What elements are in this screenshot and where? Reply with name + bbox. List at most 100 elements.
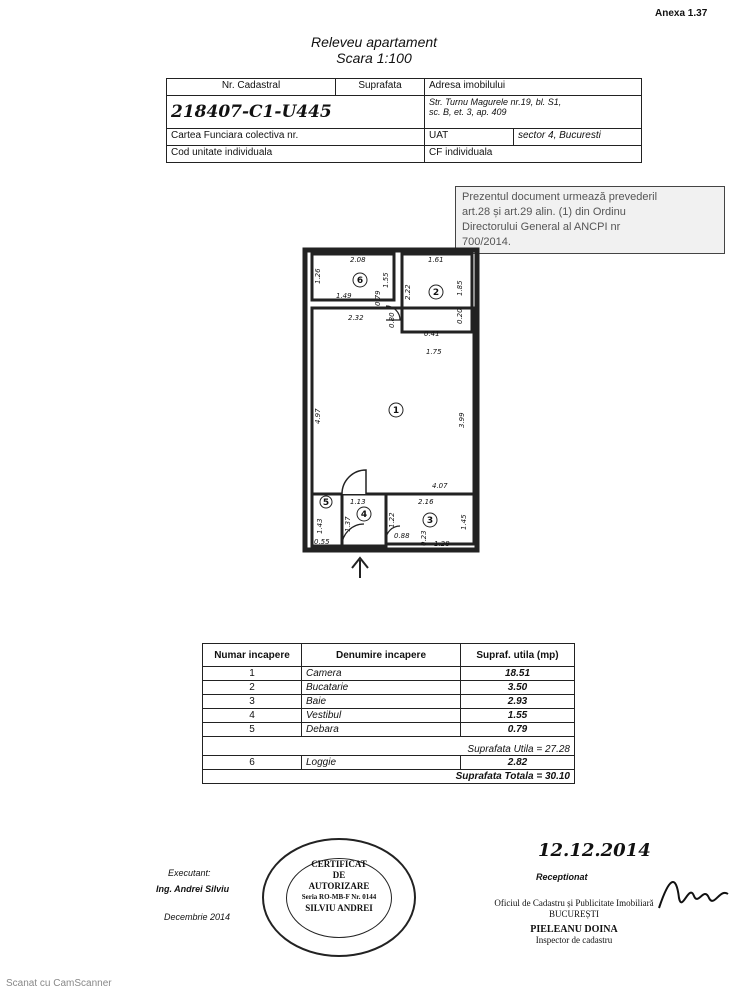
address-line-2: sc. B, et. 3, ap. 409: [429, 107, 507, 117]
dim-label: 1.61: [428, 256, 444, 264]
adresa-header: Adresa imobilului: [424, 78, 642, 96]
suprafata-totala: Suprafata Totala = 30.10: [202, 769, 575, 784]
table-row: 5 Debara 0.79: [202, 722, 575, 737]
nr-cadastral-header: Nr. Cadastral: [166, 78, 336, 96]
room-nr: 3: [202, 694, 302, 709]
dim-label: 1.26: [314, 268, 322, 284]
entrance-arrow-icon: [351, 556, 369, 578]
room-area: 1.55: [460, 708, 575, 723]
table-row: 4 Vestibul 1.55: [202, 708, 575, 723]
dim-label: 1.13: [350, 498, 366, 506]
seal-line: SILVIU ANDREI: [305, 903, 373, 913]
dim-label: 0.23: [420, 530, 428, 546]
stamp-line: art.28 și art.29 alin. (1) din Ordinu: [462, 206, 626, 218]
header-table: Nr. Cadastral Suprafata Adresa imobilulu…: [166, 78, 642, 163]
legal-stamp: Prezentul document urmează prevederil ar…: [455, 186, 725, 254]
authorization-seal: [262, 838, 416, 957]
cf-colectiva-label: Cartea Funciara colectiva nr.: [166, 128, 425, 146]
door-arc: [385, 305, 401, 321]
table-row: 3 Baie 2.93: [202, 694, 575, 709]
room-nr: 6: [202, 755, 302, 770]
seal-line: Seria RO-MB-F Nr. 0144: [301, 893, 377, 901]
receptie-date: 12.12.2014: [538, 840, 651, 861]
room-name: Loggie: [301, 755, 461, 770]
signature-icon: [658, 881, 729, 909]
room-area: 18.51: [460, 666, 575, 681]
suprafata-header: Suprafata: [335, 78, 425, 96]
room-name: Bucatarie: [301, 680, 461, 695]
ocpi-city: BUCUREȘTI: [548, 909, 599, 919]
dim-label: 1.45: [460, 514, 468, 530]
table-row: 1 Camera 18.51: [202, 666, 575, 681]
seal-line: CERTIFICAT: [311, 859, 367, 869]
room-area: 3.50: [460, 680, 575, 695]
cf-individuala-label: CF individuala: [424, 145, 642, 163]
dim-label: 1.43: [316, 518, 324, 534]
seal-line: AUTORIZARE: [308, 881, 370, 891]
annex-label: Anexa 1.37: [655, 8, 708, 19]
cod-unitate-label: Cod unitate individuala: [166, 145, 425, 163]
room-number-3: 3: [427, 516, 433, 526]
address-value: Str. Turnu Magurele nr.19, bl. S1, sc. B…: [424, 95, 642, 129]
dim-label: 0.55: [314, 538, 330, 546]
room-number-2: 2: [433, 288, 439, 298]
uat-value: sector 4, Bucuresti: [513, 128, 642, 146]
seal-text: CERTIFICAT DE AUTORIZARE Seria RO-MB-F N…: [286, 858, 392, 938]
dim-label: 1.55: [382, 272, 390, 288]
ocpi-office: Oficiul de Cadastru și Publicitate Imobi…: [494, 898, 654, 908]
ocpi-stamp: Oficiul de Cadastru și Publicitate Imobi…: [484, 898, 664, 946]
dim-label: 1.85: [456, 280, 464, 296]
table-row: Suprafata Utila = 27.28: [202, 736, 575, 756]
dim-label: 0.88: [394, 532, 410, 540]
stamp-line: Prezentul document urmează prevederil: [462, 191, 658, 203]
room-area: 0.79: [460, 722, 575, 737]
rooms-table: Numar incapere Denumire incapere Supraf.…: [202, 643, 575, 784]
nr-cadastral-value: 218407-C1-U445: [166, 95, 425, 129]
dim-label: 2.22: [404, 284, 412, 300]
seal-line: DE: [332, 870, 346, 880]
dim-label: 0.41: [424, 330, 440, 338]
room-nr: 1: [202, 666, 302, 681]
door-arc: [341, 523, 365, 547]
room-number-5: 5: [323, 498, 329, 508]
room-area: 2.93: [460, 694, 575, 709]
dim-label: 2.08: [350, 256, 366, 264]
room-number-4: 4: [361, 510, 367, 520]
document-scale: Scara 1:100: [336, 50, 412, 66]
dim-label: 2.32: [348, 314, 364, 322]
room-name: Vestibul: [301, 708, 461, 723]
uat-label: UAT: [424, 128, 514, 146]
dim-label: 4.97: [314, 408, 322, 424]
table-row: Suprafata Totala = 30.10: [202, 769, 575, 784]
door-arc: [385, 525, 401, 541]
room-number-1: 1: [393, 406, 399, 416]
executant-date: Decembrie 2014: [164, 912, 231, 922]
rooms-col-nr: Numar incapere: [202, 643, 302, 667]
dim-label: 1.28: [434, 540, 450, 548]
dim-label: 0.79: [374, 290, 382, 306]
dim-label: 3.99: [458, 412, 466, 428]
room-number-6: 6: [357, 276, 363, 286]
room-name: Debara: [301, 722, 461, 737]
room-nr: 2: [202, 680, 302, 695]
address-line-1: Str. Turnu Magurele nr.19, bl. S1,: [429, 97, 562, 107]
document-title: Releveu apartament: [310, 34, 438, 50]
scanner-watermark: Scanat cu CamScanner: [6, 978, 112, 989]
floor-plan: 6 2 1 3 4 5 2.08 1.26 1.49 1.55 0.79 1.6…: [302, 247, 480, 578]
executant-label: Executant:: [168, 868, 211, 878]
table-row: 6 Loggie 2.82: [202, 755, 575, 770]
room-area: 2.82: [460, 755, 575, 770]
room-nr: 4: [202, 708, 302, 723]
inspector-role: Inspector de cadastru: [535, 935, 613, 945]
dim-label: 2.16: [418, 498, 434, 506]
rooms-col-name: Denumire incapere: [301, 643, 461, 667]
dim-label: 1.22: [388, 512, 396, 528]
table-row: 2 Bucatarie 3.50: [202, 680, 575, 695]
door-arc: [341, 469, 367, 495]
rooms-col-area: Supraf. utila (mp): [460, 643, 575, 667]
inspector-name: PIELEANU DOINA: [530, 924, 618, 935]
dim-label: 0.80: [388, 312, 396, 328]
dim-label: 0.20: [456, 308, 464, 324]
receptie-label: Receptionat: [536, 872, 588, 882]
dim-label: 1.37: [344, 516, 352, 532]
